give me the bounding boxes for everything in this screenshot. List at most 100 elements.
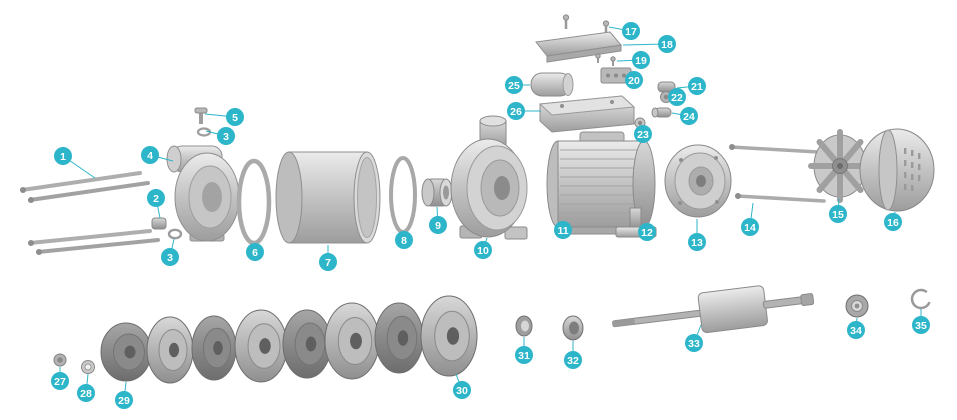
callout-8: 8 [395,231,413,249]
callout-21: 21 [676,77,706,95]
callout-18: 18 [622,35,676,53]
callout-number: 17 [625,26,637,38]
callout-number: 20 [628,75,640,87]
callout-number: 19 [635,55,647,67]
callout-4: 4 [141,146,174,164]
part-bearing-icon [845,294,869,318]
part-impeller-icon [100,322,152,382]
callout-33: 33 [685,324,703,352]
part-diffuser-icon [420,295,478,377]
part-terminal-box-base-icon [538,95,636,133]
callout-9: 9 [429,206,447,234]
callout-badge [668,88,686,106]
callout-number: 10 [477,245,489,257]
callout-number: 21 [691,81,703,93]
callout-badge [51,372,69,390]
callout-badge [622,22,640,40]
callout-number: 2 [153,193,159,205]
callout-number: 16 [887,217,899,229]
callout-34: 34 [847,317,865,339]
callout-badge [625,71,643,89]
callout-badge [564,351,582,369]
callout-31: 31 [515,337,533,364]
callout-1: 1 [54,147,96,179]
callout-number: 18 [661,39,673,51]
callout-28: 28 [77,373,95,402]
callout-24: 24 [671,107,698,125]
part-nipple-icon [421,178,453,207]
part-mechanical-seal-icon [562,315,584,341]
callout-5: 5 [204,108,244,126]
callout-10: 10 [474,237,492,259]
callout-number: 25 [508,80,520,92]
callout-number: 30 [456,385,468,397]
callout-badge [161,248,179,266]
part-capacitor-icon [530,72,574,97]
callout-badge [226,108,244,126]
part-screw-washer-top-icon [194,107,212,137]
callout-number: 23 [637,129,649,141]
callout-number: 27 [54,376,66,388]
callout-15: 15 [829,198,847,223]
callout-2: 2 [147,189,165,219]
callout-badge [395,231,413,249]
callout-number: 14 [744,222,756,234]
callout-badge [554,221,572,239]
callout-badge [912,316,930,334]
callout-badge [115,391,133,409]
callout-number: 12 [641,227,653,239]
part-impeller-icon [191,315,237,381]
part-impeller-stack-icon [100,295,478,384]
part-motor-bolts-icon [729,144,826,203]
callout-badge [632,51,650,69]
callout-badge [634,125,652,143]
callout-badge [319,253,337,271]
callout-badge [505,76,523,94]
callout-badge [147,189,165,207]
callout-16: 16 [884,211,902,231]
part-cover-screws-icon [562,14,610,34]
callout-badge [688,233,706,251]
part-oring-front-icon [236,158,272,246]
part-terminal-box-cover-icon [535,31,622,63]
callout-25: 25 [505,76,530,94]
callout-number: 5 [232,112,238,124]
callout-badge [141,146,159,164]
callout-6: 6 [246,243,264,261]
callout-number: 13 [691,237,703,249]
part-diffuser-icon [146,316,194,384]
part-fan-cover-icon [859,128,935,212]
part-oring-rear-icon [389,156,417,234]
part-gland-insert-icon [651,107,672,118]
callout-19: 19 [616,51,650,69]
callout-13: 13 [688,219,706,251]
callout-badge [884,213,902,231]
callout-26: 26 [507,102,541,120]
part-diffuser-icon [324,302,380,380]
callout-badge [685,334,703,352]
callout-3: 3 [205,127,235,145]
callout-number: 35 [915,320,927,332]
callout-number: 22 [671,92,683,104]
callout-badge [688,77,706,95]
part-tie-bolts-icon [20,171,160,255]
callout-11: 11 [554,221,572,239]
callout-number: 29 [118,395,130,407]
callout-number: 1 [60,151,66,163]
callout-number: 7 [325,257,331,269]
callout-badge [77,384,95,402]
callout-number: 15 [832,209,844,221]
callout-22: 22 [668,88,686,106]
callout-badge [246,243,264,261]
part-sleeve-icon [275,151,381,244]
callout-30: 30 [453,373,471,399]
callout-badge [680,107,698,125]
callout-number: 26 [510,106,522,118]
callout-badge [847,321,865,339]
callout-27: 27 [51,367,69,390]
part-rotor-shaft-icon [612,285,815,333]
callout-17: 17 [608,22,640,40]
